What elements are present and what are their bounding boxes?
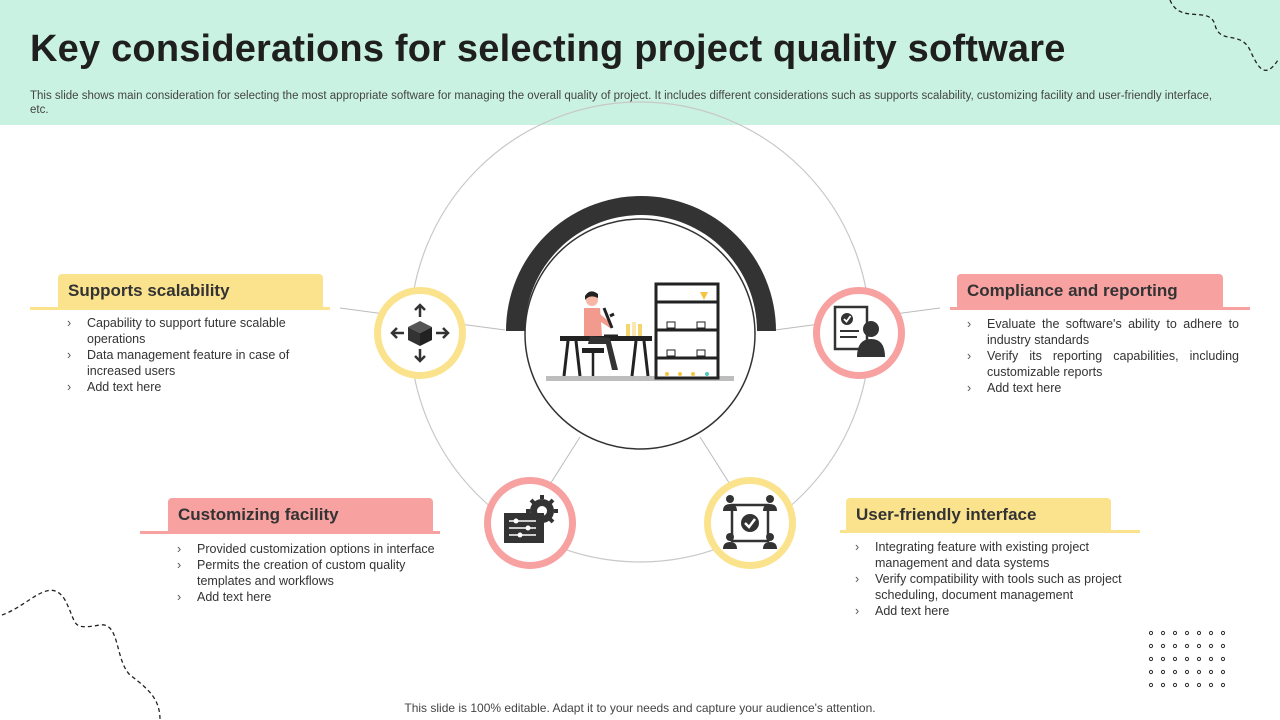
customizing-icon-circle bbox=[484, 477, 576, 569]
list-item: Verify compatibility with tools such as … bbox=[855, 571, 1145, 603]
scalability-list: Capability to support future scalable op… bbox=[67, 315, 312, 395]
list-item: Add text here bbox=[967, 380, 1239, 396]
list-item: Integrating feature with existing projec… bbox=[855, 539, 1145, 571]
list-item: Evaluate the software's ability to adher… bbox=[967, 316, 1239, 348]
userfriendly-list: Integrating feature with existing projec… bbox=[855, 539, 1145, 619]
settings-panel-icon bbox=[504, 495, 558, 543]
document-user-icon bbox=[833, 305, 885, 357]
page-title: Key considerations for selecting project… bbox=[30, 28, 1066, 70]
customizing-list: Provided customization options in interf… bbox=[177, 541, 452, 605]
list-item: Add text here bbox=[855, 603, 1145, 619]
person-at-desk-illustration bbox=[546, 282, 734, 381]
customizing-underline bbox=[140, 531, 440, 534]
list-item: Add text here bbox=[177, 589, 452, 605]
scalability-title: Supports scalability bbox=[58, 274, 323, 308]
customizing-title: Customizing facility bbox=[168, 498, 433, 532]
compliance-underline bbox=[950, 307, 1250, 310]
list-item: Add text here bbox=[67, 379, 312, 395]
network-check-icon bbox=[723, 495, 777, 549]
userfriendly-title: User-friendly interface bbox=[846, 498, 1111, 532]
list-item: Capability to support future scalable op… bbox=[67, 315, 312, 347]
dark-arc bbox=[506, 196, 776, 331]
compliance-title: Compliance and reporting bbox=[957, 274, 1223, 308]
dashed-curve-bottom-left bbox=[1, 589, 161, 720]
userfriendly-icon-circle bbox=[704, 477, 796, 569]
list-item: Data management feature in case of incre… bbox=[67, 347, 312, 379]
compliance-list: Evaluate the software's ability to adher… bbox=[967, 316, 1239, 396]
cube-arrows-icon bbox=[390, 303, 450, 363]
list-item: Verify its reporting capabilities, inclu… bbox=[967, 348, 1239, 380]
page-subtitle: This slide shows main consideration for … bbox=[30, 90, 1213, 116]
scalability-underline bbox=[30, 307, 330, 310]
footer-note: This slide is 100% editable. Adapt it to… bbox=[404, 701, 876, 715]
list-item: Permits the creation of custom quality t… bbox=[177, 557, 452, 589]
scalability-icon-circle bbox=[374, 287, 466, 379]
list-item: Provided customization options in interf… bbox=[177, 541, 452, 557]
compliance-icon-circle bbox=[813, 287, 905, 379]
dot-grid bbox=[1148, 630, 1226, 688]
